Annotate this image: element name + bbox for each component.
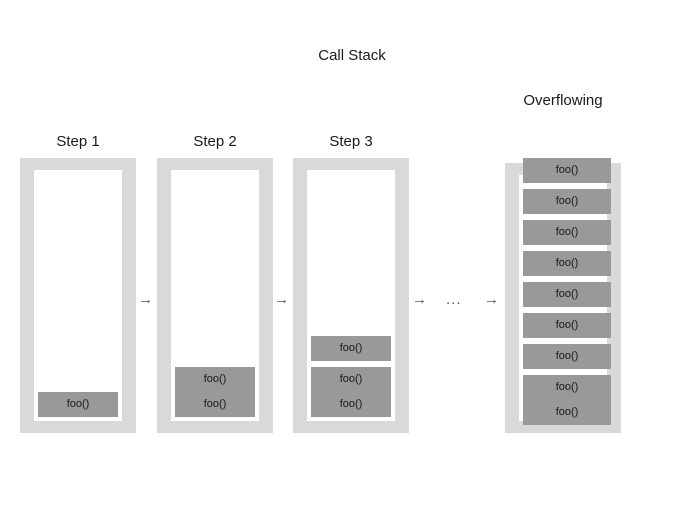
stack-frame-step-3: foo() foo() foo() [293,158,409,433]
flow-ellipsis: ... [446,291,462,308]
page-title: Call Stack [318,47,386,64]
stack-slots-step-3: foo() foo() foo() [311,330,391,417]
stack-frame-item: foo() [311,336,391,361]
stack-frame-item: foo() [523,344,611,369]
stack-frame-item: foo() [523,158,611,183]
stack-frame-item: foo() [523,282,611,307]
stack-slots-step-2: foo() foo() [175,361,255,417]
column-label-step-1: Step 1 [56,133,100,150]
stack-frame-item: foo() [523,189,611,214]
stack-frame-item: foo() [523,251,611,276]
stack-frame-item: foo() [523,313,611,338]
stack-inner-step-3: foo() foo() foo() [307,170,395,421]
column-label-overflowing: Overflowing [523,92,603,109]
column-label-step-2: Step 2 [193,133,237,150]
stack-frame-item: foo() [38,392,118,417]
stack-column-step-3: Step 3 foo() foo() foo() [293,133,409,433]
flow-arrow-2: → [274,291,289,308]
stack-frame-item: foo() [523,375,611,400]
flow-arrow-4: → [484,291,499,308]
stack-frame-item: foo() [175,392,255,417]
stack-inner-step-1: foo() [34,170,122,421]
stack-frame-item: foo() [311,367,391,392]
stack-inner-step-2: foo() foo() [171,170,259,421]
stack-column-step-2: Step 2 foo() foo() [157,133,273,433]
stack-slots-overflowing: foo() foo() foo() foo() foo() foo() foo(… [523,152,611,425]
stack-frame-item: foo() [311,392,391,417]
stack-frame-step-1: foo() [20,158,136,433]
stack-column-overflowing: Overflowing foo() foo() foo() foo() foo(… [505,92,621,433]
stack-slots-step-1: foo() [38,392,118,417]
stack-frame-step-2: foo() foo() [157,158,273,433]
stack-frame-item: foo() [523,220,611,245]
stack-frame-item: foo() [175,367,255,392]
column-label-step-3: Step 3 [329,133,373,150]
flow-arrow-3: → [412,291,427,308]
stack-frame-item: foo() [523,400,611,425]
flow-arrow-1: → [138,291,153,308]
stack-column-step-1: Step 1 foo() [20,133,136,433]
